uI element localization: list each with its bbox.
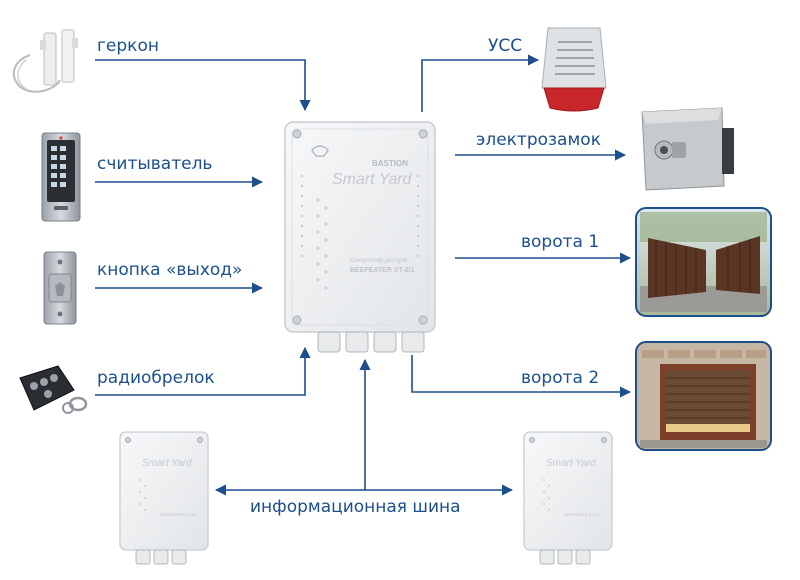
arrow-siren: [421, 54, 540, 112]
controller-box-icon: [284, 121, 436, 353]
label-siren: УСС: [488, 36, 523, 56]
controller-box-right-icon: [523, 431, 613, 565]
key-fob-icon: [19, 365, 88, 414]
label-gate-2: ворота 2: [521, 368, 600, 388]
label-reader: считыватель: [97, 154, 213, 174]
controller-box-left-icon: [119, 431, 209, 565]
controller-right-model: BEEFEATER ST-2/1: [564, 512, 601, 517]
controller-product-line: Smart Yard: [332, 171, 413, 188]
controller-caption: Контроллер доступа: [350, 258, 408, 264]
reed-switch-icon: [12, 29, 78, 93]
label-gate-1: ворота 1: [521, 232, 600, 252]
connection-arrows: [95, 54, 632, 496]
swing-gate-icon: [635, 207, 772, 317]
controller-brand: BASTION: [372, 159, 408, 168]
label-remote: радиобрелок: [97, 368, 215, 388]
label-electric-lock: электрозамок: [476, 130, 601, 150]
garage-door-icon: [635, 341, 772, 451]
arrow-reed-switch: [95, 59, 311, 112]
siren-icon: [541, 27, 607, 112]
arrow-remote: [95, 346, 311, 396]
electric-lock-icon: [641, 107, 734, 191]
label-reed-switch: геркон: [97, 36, 159, 56]
controller-model: BEEFEATER ST-2/1: [350, 267, 415, 274]
label-exit-button: кнопка «выход»: [97, 260, 243, 280]
label-information-bus: информационная шина: [250, 497, 461, 517]
controller-left-model: BEEFEATER ST-2/1: [160, 512, 197, 517]
arrow-gate-2: [411, 355, 632, 398]
controller-left-product-line: Smart Yard: [142, 458, 192, 469]
card-reader-icon: [41, 132, 81, 222]
controller-right-product-line: Smart Yard: [546, 458, 596, 469]
exit-button-icon: [43, 251, 77, 325]
